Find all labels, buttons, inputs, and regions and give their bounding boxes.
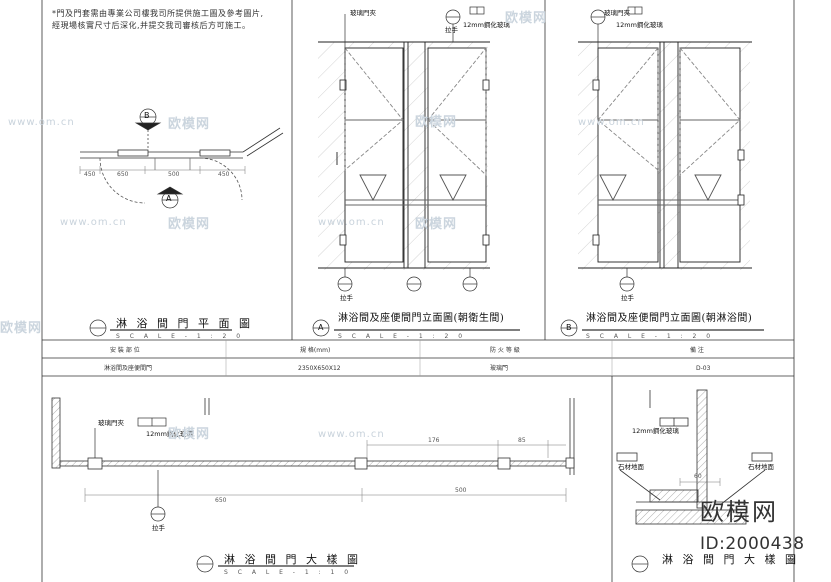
- elev2-title: 淋浴間及座便間門立面圖(朝淋浴間): [586, 313, 753, 324]
- elev1-scale: S C A L E - 1 : 2 0: [338, 333, 467, 340]
- elev1-handle-label-bottom: 拉手: [340, 294, 353, 302]
- note-line-2: 經現場核實尺寸后深化,并提交我司審核后方可施工。: [52, 21, 251, 30]
- detail1-dim-85: 85: [518, 437, 526, 444]
- detail1-handle-label: 拉手: [152, 524, 165, 532]
- brand-logo-text: 欧模网: [700, 498, 778, 526]
- plan-dim-2: 650: [117, 171, 129, 178]
- elev2-circle-id: B: [566, 323, 572, 332]
- watermark-site-4: www.om.cn: [318, 429, 385, 440]
- detail1-glass-label: 12mm鋼化玻璃: [146, 430, 193, 438]
- watermark-site-3: www.om.cn: [318, 217, 385, 228]
- brand-id: ID:2000438: [700, 534, 805, 554]
- detail1-clip-label: 玻璃門夾: [98, 419, 124, 427]
- watermark-brand-5: 欧模网: [168, 217, 211, 232]
- elev2-glass-label: 12mm鋼化玻璃: [616, 21, 663, 29]
- plan-title: 淋 浴 間 門 平 面 圖: [116, 317, 253, 330]
- watermark-brand-3: 欧模网: [415, 115, 458, 130]
- schedule-header-remark: 備 注: [690, 347, 704, 354]
- plan-section-a: A: [166, 194, 172, 203]
- watermark-brand-4: 欧模网: [0, 321, 43, 336]
- elev1-clip-label: 玻璃門夾: [350, 9, 376, 17]
- detail2-stone-floor-right: 石材地面: [748, 463, 774, 471]
- schedule-header-fire: 防 火 等 級: [490, 347, 520, 354]
- detail1-dim-500: 500: [455, 487, 467, 494]
- schedule-cell-fire: 玻璃門: [490, 365, 509, 372]
- watermark-brand-6: 欧模网: [415, 217, 458, 232]
- watermark-brand-7: 欧模网: [168, 427, 211, 442]
- watermark-site-5: www.om.cn: [578, 117, 645, 128]
- schedule-header-size: 規 格(mm): [300, 347, 331, 354]
- plan-dim-4: 450: [218, 171, 230, 178]
- plan-section-b: B: [144, 111, 150, 120]
- plan-dim-1: 450: [84, 171, 96, 178]
- detail2-dim-60: 60: [694, 473, 702, 480]
- elev1-title: 淋浴間及座便間門立面圖(朝衛生間): [338, 313, 505, 324]
- elev2-clip-label: 玻璃門夾: [604, 9, 630, 17]
- schedule-header-location: 安 裝 部 位: [110, 347, 140, 354]
- detail1-dim-650: 650: [215, 497, 227, 504]
- detail2-glass-label: 12mm鋼化玻璃: [632, 427, 679, 435]
- elev2-scale: S C A L E - 1 : 2 0: [586, 333, 715, 340]
- elev1-glass-label: 12mm鋼化玻璃: [463, 21, 510, 29]
- plan-dim-3: 500: [168, 171, 180, 178]
- note-line-1: *門及門套需由專業公司樓我司所提供施工圖及參考圖片,: [52, 9, 264, 18]
- detail1-scale: S C A L E - 1 : 1 0: [224, 569, 353, 576]
- elev1-circle-id: A: [318, 323, 324, 332]
- elev2-handle-label: 拉手: [621, 294, 634, 302]
- detail2-stone-floor-left: 石材地面: [618, 463, 644, 471]
- schedule-cell-size: 2350X650X12: [298, 365, 341, 372]
- detail1-dim-176: 176: [428, 437, 440, 444]
- watermark-site-2: www.om.cn: [60, 217, 127, 228]
- elev1-handle-label: 拉手: [445, 26, 458, 34]
- plan-scale: S C A L E - 1 : 2 0: [116, 333, 245, 340]
- watermark-brand-1: 欧模网: [168, 117, 211, 132]
- watermark-site-1: www.om.cn: [8, 117, 75, 128]
- detail1-title: 淋 浴 間 門 大 樣 圖: [224, 553, 361, 566]
- schedule-cell-remark: D-03: [696, 365, 711, 372]
- schedule-cell-location: 淋浴間及座便間門: [104, 365, 153, 372]
- detail2-title: 淋 浴 間 門 大 樣 圖: [662, 553, 799, 566]
- watermark-brand-2: 欧模网: [505, 11, 548, 26]
